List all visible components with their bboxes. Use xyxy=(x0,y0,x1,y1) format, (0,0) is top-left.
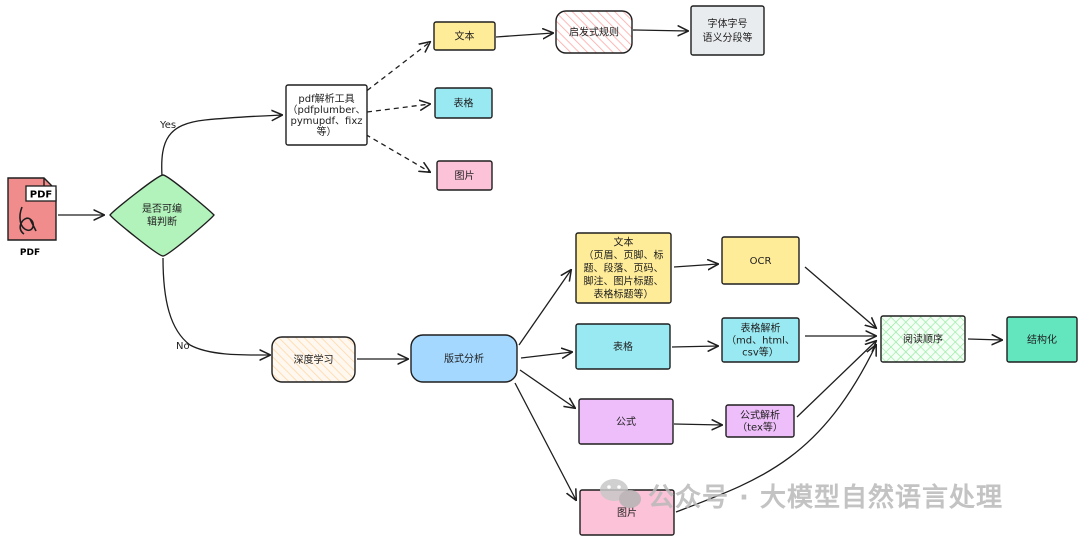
label-line: 等） xyxy=(317,125,337,138)
wechat-icon xyxy=(600,479,641,508)
table-parse-label: 表格解析（md、html、csv等） xyxy=(726,322,795,359)
text-top-node: 文本 xyxy=(433,21,496,51)
table-bottom-label: 表格 xyxy=(613,340,633,353)
label-line: 图片 xyxy=(617,506,637,519)
label-line: 结构化 xyxy=(1027,333,1057,346)
formula-node: 公式 xyxy=(578,398,674,445)
watermark-text: 公众号 · 大模型自然语言处理 xyxy=(648,482,1003,513)
edge-ocr-to-reading xyxy=(804,266,876,328)
font-info-node: 字体字号语义分段等 xyxy=(690,5,765,56)
edge-layout-to-formula xyxy=(519,369,575,408)
text-top-label: 文本 xyxy=(455,30,475,43)
label-line: pdf解析工具 xyxy=(298,92,354,105)
pdf-badge-text: PDF xyxy=(30,190,52,201)
label-line: 题、段落、页码、 xyxy=(584,262,664,275)
label-line: （pdfplumber、 xyxy=(287,104,365,116)
label-line: pymupdf、fixz xyxy=(290,116,362,127)
text-bottom-node: 文本（页眉、页脚、标题、段落、页码、脚注、图片标题、表格标题等） xyxy=(575,232,672,304)
edge-decision-to-pdf-tools xyxy=(161,115,282,177)
watermark: 公众号 · 大模型自然语言处理 xyxy=(600,479,1003,513)
edge-decision-to-deep-learning xyxy=(162,257,270,355)
label-line: csv等） xyxy=(742,346,779,359)
edge-tools-to-text xyxy=(359,42,430,97)
table-top-node: 表格 xyxy=(434,87,493,119)
edge-tools-to-image xyxy=(357,129,430,172)
ocr-node: OCR xyxy=(721,236,800,285)
table-parse-node: 表格解析（md、html、csv等） xyxy=(721,317,800,363)
label-line: 阅读顺序 xyxy=(903,333,943,346)
deep-learning-label: 深度学习 xyxy=(294,353,334,366)
label-line: 是否可编 xyxy=(142,202,182,215)
image-bottom-label: 图片 xyxy=(617,506,637,519)
edge-layout-to-table xyxy=(520,352,572,358)
edge-image-to-reading xyxy=(675,345,876,513)
heuristic-node: 启发式规则 xyxy=(555,10,633,54)
formula-parse-node: 公式解析（tex等） xyxy=(725,404,795,438)
decision-label: 是否可编辑判断 xyxy=(142,202,182,228)
label-line: 公式 xyxy=(616,415,636,428)
label-line: 表格 xyxy=(454,97,474,110)
edge-tools-to-table xyxy=(366,104,430,113)
reading-order-label: 阅读顺序 xyxy=(903,333,943,346)
pdf-file-icon: PDF PDF xyxy=(7,177,57,258)
label-line: 语义分段等 xyxy=(703,31,753,44)
reading-order-node: 阅读顺序 xyxy=(880,315,966,363)
label-line: OCR xyxy=(750,256,772,267)
structuring-node: 结构化 xyxy=(1006,316,1078,363)
image-top-label: 图片 xyxy=(455,169,475,182)
edges: Yes No xyxy=(58,30,1002,513)
label-line: 深度学习 xyxy=(294,353,334,366)
label-line: 表格 xyxy=(613,340,633,353)
structuring-label: 结构化 xyxy=(1027,333,1057,346)
label-line: （tex等） xyxy=(737,421,783,434)
acrobat-glyph xyxy=(19,206,37,235)
formula-parse-label: 公式解析（tex等） xyxy=(737,409,783,434)
ocr-label: OCR xyxy=(750,256,772,267)
pdf-caption: PDF xyxy=(20,248,40,258)
label-line: 公式解析 xyxy=(740,409,780,422)
label-line: 字体字号 xyxy=(708,17,748,30)
pdf-badge xyxy=(25,185,57,202)
label-line: 图片 xyxy=(455,169,475,182)
edge-text-to-ocr xyxy=(673,264,718,267)
edge-formulaparse-to-reading xyxy=(796,341,876,418)
layout-analysis-node: 版式分析 xyxy=(410,334,518,383)
label-line: （页眉、页脚、标 xyxy=(584,249,664,262)
table-bottom-node: 表格 xyxy=(575,323,671,370)
edge-layout-to-text xyxy=(518,270,571,346)
label-line: 脚注、图片标题、 xyxy=(584,275,664,288)
edge-label-no: No xyxy=(176,341,190,352)
edge-heuristic-to-font xyxy=(632,30,688,31)
label-line: 启发式规则 xyxy=(569,26,619,39)
label-line: 文本 xyxy=(614,236,634,249)
heuristic-label: 启发式规则 xyxy=(569,26,619,39)
edge-text-to-heuristic xyxy=(495,33,553,37)
edge-table-to-parse xyxy=(671,346,718,347)
edge-label-yes: Yes xyxy=(159,120,176,131)
label-line: 辑判断 xyxy=(147,215,177,228)
decision-node: 是否可编辑判断 xyxy=(109,174,215,257)
edge-layout-to-image xyxy=(514,382,576,500)
label-line: 版式分析 xyxy=(444,352,484,365)
deep-learning-node: 深度学习 xyxy=(271,336,356,383)
layout-analysis-label: 版式分析 xyxy=(444,352,484,365)
table-top-label: 表格 xyxy=(454,97,474,110)
text-bottom-label: 文本（页眉、页脚、标题、段落、页码、脚注、图片标题、表格标题等） xyxy=(584,236,664,301)
label-line: 表格标题等） xyxy=(594,288,654,301)
edge-formula-to-parse xyxy=(673,424,722,425)
label-line: 表格解析 xyxy=(741,322,781,335)
label-line: （md、html、 xyxy=(726,335,795,347)
formula-label: 公式 xyxy=(616,415,636,428)
font-info-label: 字体字号语义分段等 xyxy=(703,17,753,44)
image-top-node: 图片 xyxy=(436,160,493,191)
edge-reading-to-struct xyxy=(967,339,1002,340)
label-line: 文本 xyxy=(455,30,475,43)
